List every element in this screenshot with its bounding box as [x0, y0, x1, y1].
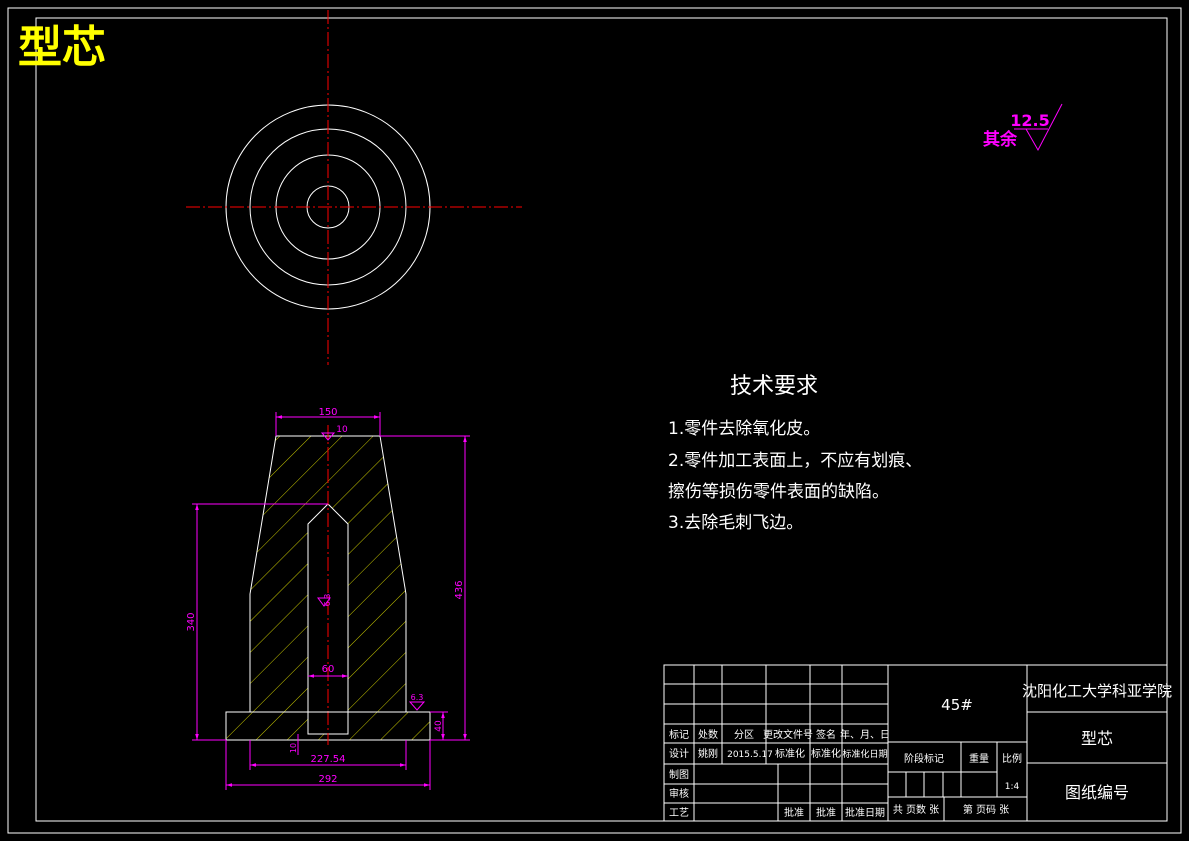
dim-top-small: 10: [336, 425, 348, 435]
base-roughness: 6.3: [411, 693, 424, 702]
tb-design-3: 标准化: [775, 747, 805, 760]
tb-header-4: 签名: [816, 728, 836, 741]
roughness-label: 其余: [983, 129, 1018, 150]
top-view: [186, 10, 522, 365]
dim-small-left: 10: [289, 743, 298, 753]
tech-line-3: 擦伤等损伤零件表面的缺陷。: [668, 482, 889, 502]
dim-hole-width: 60: [322, 664, 335, 675]
drawing-title: 型芯: [18, 22, 106, 73]
title-block: 标记 处数 分区 更改文件号 签名 年、月、日 设计 姚刚 2015.5.17 …: [663, 664, 1172, 822]
roughness-value: 12.5: [1010, 111, 1049, 130]
dim-top-width: 150: [318, 407, 337, 418]
tb-header-0: 标记: [669, 729, 689, 741]
tb-design-1: 姚刚: [698, 747, 718, 760]
tech-line-1: 1.零件去除氧化皮。: [668, 419, 820, 439]
tb-sheet-no: 第 页码 张: [963, 803, 1009, 816]
tb-approve-0: 批准: [784, 806, 804, 819]
tb-header-3: 更改文件号: [763, 728, 813, 741]
inner-border: [35, 17, 1168, 822]
dim-height-body: 340: [186, 612, 197, 631]
tb-approve-1: 批准: [816, 806, 836, 819]
tb-header-1: 处数: [698, 728, 718, 741]
tech-heading: 技术要求: [730, 374, 818, 399]
tb-design-4: 标准化: [811, 747, 841, 760]
tb-header-5: 年、月、日: [840, 728, 890, 741]
tb-material: 45#: [941, 696, 973, 714]
roughness-symbol: 12.5 其余: [983, 103, 1063, 152]
outer-border: [7, 7, 1182, 834]
tb-check: 审核: [669, 787, 689, 800]
tb-weight: 重量: [969, 752, 989, 765]
tb-process: 工艺: [669, 807, 689, 819]
dim-height-total: 436: [454, 580, 465, 599]
tb-stage: 阶段标记: [904, 752, 944, 765]
dim-base-outer: 292: [318, 774, 337, 785]
tb-design-5: 标准化日期: [842, 748, 887, 760]
tech-requirements: 技术要求 1.零件去除氧化皮。 2.零件加工表面上，不应有划痕、 擦伤等损伤零件…: [668, 374, 922, 533]
tb-school: 沈阳化工大学科亚学院: [1022, 682, 1172, 700]
tech-line-4: 3.去除毛刺飞边。: [668, 513, 803, 533]
dim-base-inner: 227.54: [311, 754, 346, 765]
tb-scale: 1:4: [1005, 782, 1020, 792]
tb-design-2: 2015.5.17: [727, 750, 773, 760]
tb-drawing-no: 图纸编号: [1065, 783, 1129, 802]
dimensions: 150 10 436 340 60 6.3 40 6.3 227.54 292 …: [186, 407, 470, 790]
tb-scale-label: 比例: [1002, 752, 1022, 765]
tb-part-name: 型芯: [1081, 729, 1113, 748]
tb-sheets: 共 页数 张: [893, 803, 939, 816]
dim-base-height: 40: [434, 720, 444, 732]
tb-approve-2: 批准日期: [845, 806, 885, 819]
tb-draw: 制图: [669, 768, 689, 781]
tb-header-2: 分区: [734, 729, 754, 741]
hole-roughness: 6.3: [323, 594, 332, 607]
section-view: [225, 425, 431, 745]
tb-design-0: 设计: [669, 747, 689, 760]
tech-line-2: 2.零件加工表面上，不应有划痕、: [668, 451, 922, 471]
